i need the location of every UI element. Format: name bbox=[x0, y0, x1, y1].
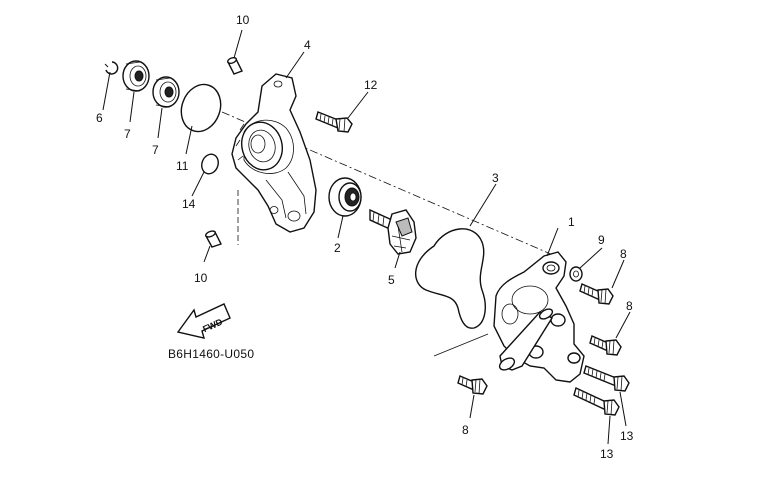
diagram-code: B6H1460-U050 bbox=[168, 347, 254, 361]
part-10-dowel-pin-upper bbox=[226, 56, 243, 75]
part-3-gasket bbox=[414, 228, 486, 329]
callout-11: 11 bbox=[176, 159, 189, 173]
forward-arrow-icon: FWD bbox=[176, 303, 231, 339]
part-12-bolt bbox=[315, 111, 353, 133]
callout-3: 3 bbox=[492, 171, 499, 185]
callout-7-second: 7 bbox=[152, 143, 159, 157]
part-8-bolt-top bbox=[579, 283, 614, 305]
callout-14: 14 bbox=[182, 197, 196, 211]
callout-12: 12 bbox=[364, 78, 378, 92]
bolt-guide-line bbox=[433, 333, 489, 357]
part-11-o-ring bbox=[180, 83, 222, 133]
part-8-bolt-lower bbox=[457, 375, 488, 395]
callout-5: 5 bbox=[388, 273, 395, 287]
callout-8-middle: 8 bbox=[626, 299, 633, 313]
callout-13-lower: 13 bbox=[600, 447, 614, 461]
callout-4: 4 bbox=[304, 38, 311, 52]
callout-6: 6 bbox=[96, 111, 103, 125]
assembly-axis bbox=[221, 111, 561, 259]
part-13-bolt-lower bbox=[573, 387, 620, 416]
part-8-bolt-middle bbox=[589, 335, 622, 356]
part-7-bearing-inner bbox=[152, 76, 180, 108]
callout-10-upper: 10 bbox=[236, 13, 250, 27]
part-4-pump-housing bbox=[231, 73, 317, 233]
part-9-washer bbox=[569, 266, 583, 282]
part-14-o-ring bbox=[201, 153, 219, 175]
callout-8-lower: 8 bbox=[462, 423, 469, 437]
part-2-seal bbox=[328, 177, 362, 217]
part-5-impeller bbox=[369, 208, 417, 255]
callout-2: 2 bbox=[334, 241, 341, 255]
callout-9: 9 bbox=[598, 233, 605, 247]
leader-lines bbox=[102, 29, 631, 445]
part-1-pump-cover bbox=[493, 251, 585, 383]
callout-1: 1 bbox=[568, 215, 575, 229]
callout-7-first: 7 bbox=[124, 127, 131, 141]
callout-13-upper: 13 bbox=[620, 429, 634, 443]
callout-8-top: 8 bbox=[620, 247, 627, 261]
part-13-bolt-upper bbox=[583, 365, 630, 392]
part-10-dowel-pin-lower bbox=[205, 230, 222, 248]
callout-10-lower: 10 bbox=[194, 271, 208, 285]
part-7-bearing-outer bbox=[122, 60, 150, 92]
part-6-circlip bbox=[104, 61, 119, 75]
